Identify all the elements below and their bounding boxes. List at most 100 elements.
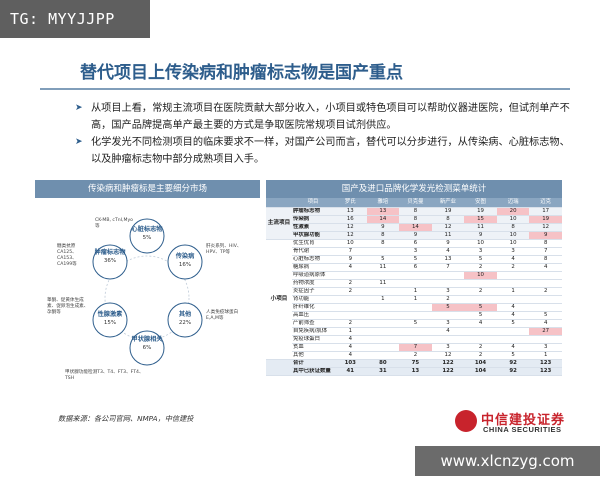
table-cell bbox=[366, 287, 400, 296]
row-item-name: 药物浓度 bbox=[292, 279, 334, 288]
table-cell: 5 bbox=[464, 311, 497, 320]
table-cell bbox=[334, 311, 367, 320]
table-cell: 4 bbox=[334, 343, 367, 352]
table-cell: 10 bbox=[464, 239, 497, 248]
table-cell: 92 bbox=[496, 359, 530, 368]
table-cell: 1 bbox=[399, 295, 432, 304]
circle-tumor bbox=[92, 244, 128, 280]
table-cell: 5 bbox=[464, 255, 497, 264]
table-cell bbox=[529, 303, 562, 312]
table-cell bbox=[496, 295, 530, 304]
table-cell bbox=[366, 319, 400, 328]
table-cell: 2 bbox=[529, 287, 562, 296]
table-cell: 12 bbox=[529, 223, 562, 232]
table-cell: 103 bbox=[334, 359, 367, 368]
row-item-name: 免疫球蛋白 bbox=[292, 335, 334, 344]
table-cell: 5 bbox=[496, 351, 530, 360]
table-cell: 12 bbox=[334, 231, 367, 240]
table-cell: 10 bbox=[334, 239, 367, 248]
table-cell: 3 bbox=[496, 247, 530, 256]
table-cell bbox=[529, 335, 562, 344]
table-cell: 11 bbox=[431, 231, 465, 240]
table-cell: 8 bbox=[366, 231, 400, 240]
table-cell: 13 bbox=[366, 207, 400, 216]
table-cell: 14 bbox=[366, 215, 400, 224]
note-other: 人类免疫球蛋白E,A,M等 bbox=[206, 310, 239, 321]
table-header-row: 项目 罗氏 雅培 贝克曼 新产业 安图 迈瑞 迈克 bbox=[266, 198, 562, 208]
table-cell: 2 bbox=[399, 351, 432, 360]
table-cell: 7 bbox=[399, 343, 432, 352]
table-cell bbox=[529, 295, 562, 304]
table-cell: 1 bbox=[529, 351, 562, 360]
table-cell: 4 bbox=[496, 255, 530, 264]
table-cell bbox=[529, 279, 562, 288]
table-cell: 1 bbox=[366, 295, 400, 304]
table-cell bbox=[366, 335, 400, 344]
table-cell bbox=[334, 303, 367, 312]
note-thyroid: 甲状腺功能检测T3、T4、FT3、FT4、TSH bbox=[65, 370, 144, 381]
table-cell: 123 bbox=[529, 359, 562, 368]
row-item-name: 肝纤维化 bbox=[292, 303, 334, 312]
table-cell: 11 bbox=[366, 263, 400, 272]
bullet-item: ➤ 化学发光不同检测项目的临床要求不一样，对国产公司而言，替代可以分步进行，从传… bbox=[75, 134, 575, 168]
table-cell: 7 bbox=[431, 263, 465, 272]
bullet-list: ➤ 从项目上看，常规主流项目在医院贡献大部分收入，小项目或特色项目可以帮助仪器进… bbox=[75, 100, 575, 168]
table-cell: 14 bbox=[399, 223, 432, 232]
circle-other bbox=[167, 302, 203, 338]
table-cell bbox=[399, 335, 432, 344]
table-cell: 2 bbox=[334, 287, 367, 296]
table-cell: 8 bbox=[399, 215, 432, 224]
row-item-name: 传染病 bbox=[292, 215, 334, 224]
table-cell: 8 bbox=[529, 255, 562, 264]
table-cell: 4 bbox=[496, 343, 530, 352]
table-cell: 17 bbox=[529, 207, 562, 216]
table-cell: 3 bbox=[431, 287, 465, 296]
table-cell bbox=[464, 327, 497, 336]
row-item-name: 心脏标志物 bbox=[292, 255, 334, 264]
header-cell: 雅培 bbox=[366, 198, 400, 208]
table-cell bbox=[496, 327, 530, 336]
segment-circles-svg bbox=[92, 218, 203, 366]
row-group-label bbox=[266, 359, 292, 376]
table-cell bbox=[496, 279, 530, 288]
table-cell: 92 bbox=[496, 367, 530, 376]
left-panel-header: 传染病和肿瘤标是主要细分市场 bbox=[35, 180, 260, 198]
table-cell: 9 bbox=[366, 223, 400, 232]
table-cell: 27 bbox=[529, 327, 562, 336]
table-cell: 9 bbox=[464, 231, 497, 240]
row-item-name: 肿瘤标志物 bbox=[292, 207, 334, 216]
table-cell: 16 bbox=[334, 215, 367, 224]
circle-cardiac bbox=[129, 218, 165, 254]
table-cell: 2 bbox=[464, 351, 497, 360]
table-cell: 7 bbox=[529, 247, 562, 256]
header-cell: 项目 bbox=[292, 198, 334, 208]
table-cell: 104 bbox=[464, 367, 497, 376]
row-item-name: 贫血 bbox=[292, 343, 334, 352]
table-cell: 19 bbox=[464, 207, 497, 216]
table-cell: 5 bbox=[496, 319, 530, 328]
row-item-name: 炎症因子 bbox=[292, 287, 334, 296]
row-item-name: 呼吸道病原体 bbox=[292, 271, 334, 280]
table-cell: 2 bbox=[464, 263, 497, 272]
table-cell bbox=[366, 327, 400, 336]
table-cell bbox=[431, 271, 465, 280]
table-cell bbox=[431, 279, 465, 288]
tag-label: TG: MYYJJPP bbox=[0, 0, 150, 38]
row-item-name: 其他 bbox=[292, 351, 334, 360]
brand-name-en: CHINA SECURITIES bbox=[483, 425, 562, 434]
bullet-text: 化学发光不同检测项目的临床要求不一样，对国产公司而言，替代可以分步进行，从传染病… bbox=[91, 137, 570, 165]
table-cell: 2 bbox=[464, 343, 497, 352]
